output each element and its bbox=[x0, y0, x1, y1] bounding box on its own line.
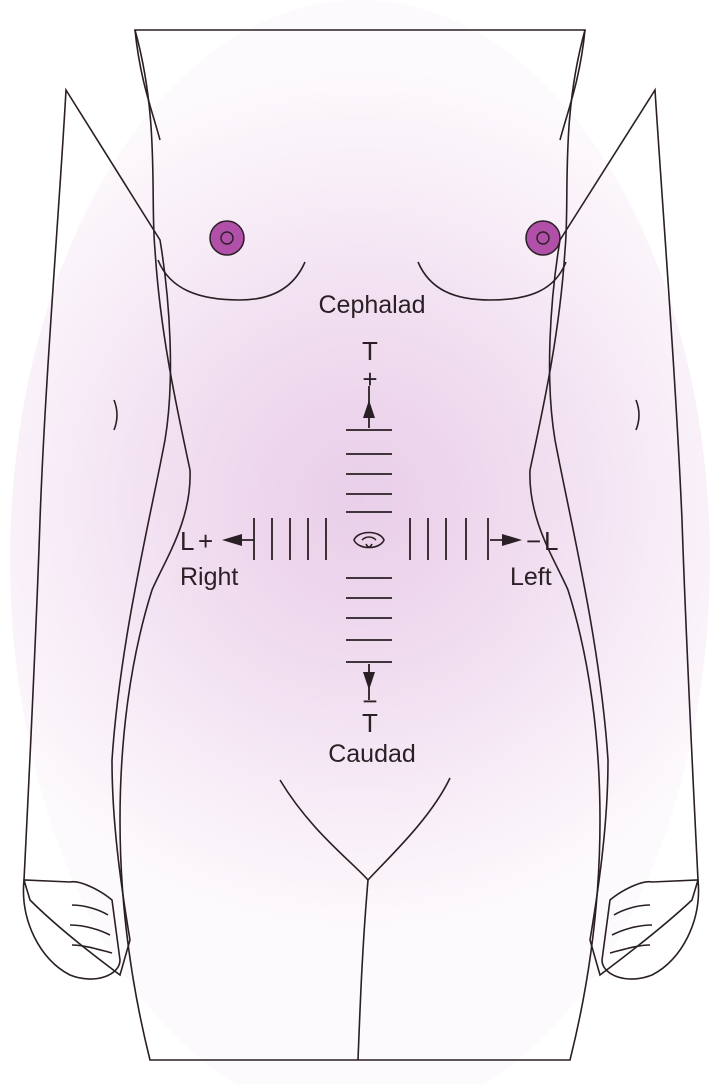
nipple-right-icon bbox=[210, 221, 244, 255]
left-label: Left bbox=[510, 563, 552, 591]
nipple-left-icon bbox=[526, 221, 560, 255]
right-l-marker: L bbox=[544, 526, 558, 556]
left-plus-marker: + bbox=[198, 526, 213, 556]
bottom-t-marker: T bbox=[362, 708, 378, 738]
left-l-marker: L bbox=[180, 526, 194, 556]
right-label: Right bbox=[180, 563, 238, 591]
caudad-label: Caudad bbox=[328, 740, 416, 768]
cephalad-label: Cephalad bbox=[318, 291, 425, 319]
right-minus-marker: − bbox=[526, 526, 541, 556]
top-t-marker: T bbox=[362, 336, 378, 366]
top-plus-marker: + bbox=[362, 364, 377, 394]
